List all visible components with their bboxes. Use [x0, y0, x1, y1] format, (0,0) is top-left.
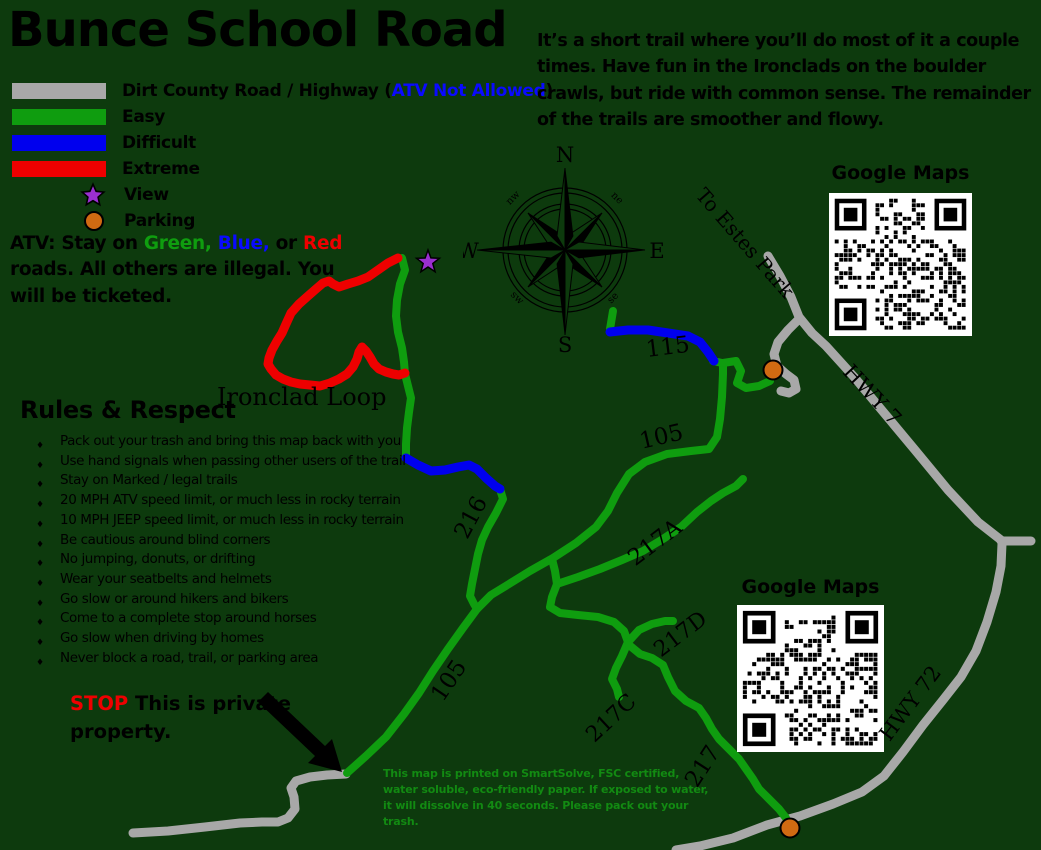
rule-item: Use hand signals when passing other user…: [20, 452, 460, 476]
legend-row-view: View: [12, 182, 553, 208]
rule-item: Come to a complete stop around horses: [20, 609, 460, 633]
difficult-swatch: [12, 135, 106, 151]
legend-difficult-label: Difficult: [122, 133, 196, 153]
trail-217c-path: [608, 638, 632, 701]
ironclad-east-green-path: [392, 254, 415, 461]
legend-easy-label: Easy: [122, 107, 166, 127]
intro-text: It’s a short trail where you’ll do most …: [537, 31, 1031, 130]
trail-label-115: 115: [644, 331, 692, 363]
rules-list: Pack out your trash and bring this map b…: [20, 432, 460, 673]
google-maps-label: Google Maps: [741, 576, 880, 598]
legend-row-easy: Easy: [12, 104, 553, 130]
legend-parking-label: Parking: [124, 211, 196, 231]
hwy72-road-path: [671, 539, 1007, 850]
compass-west-label: W: [463, 239, 479, 263]
trail-115-west-tip-path: [606, 307, 617, 333]
trail-216-green-path: [466, 485, 507, 613]
atv-warning: ATV: Stay on Green, Blue, or Red roads. …: [10, 233, 343, 307]
parking-connector-path: [719, 357, 774, 392]
rule-item: Stay on Marked / legal trails: [20, 471, 460, 495]
qr-code-hwy7-parking: [829, 192, 972, 337]
road-swatch: [12, 83, 106, 99]
private-property-warning: STOP This is private property.: [70, 692, 292, 743]
legend: Dirt County Road / Highway (ATV Not Allo…: [12, 78, 553, 234]
trail-217-connector-path: [546, 580, 632, 646]
ironclad-loop-red-path: [263, 253, 410, 391]
compass-north-label: N: [556, 143, 574, 167]
legend-row-parking: Parking: [12, 208, 553, 234]
easy-trails: [343, 254, 790, 822]
trail-115-blue-path: [605, 325, 719, 366]
compass-south-label: S: [558, 333, 572, 357]
rule-item: Pack out your trash and bring this map b…: [20, 432, 460, 456]
page-title: Bunce School Road: [8, 2, 508, 58]
legend-view-label: View: [124, 185, 169, 205]
trail-label-ironclad-loop: Ironclad Loop: [217, 383, 387, 411]
private-property-arrow-icon: [258, 692, 342, 772]
rule-item: Never block a road, trail, or parking ar…: [20, 649, 460, 673]
compass-ne-label: ne: [609, 190, 626, 207]
parking-dot-hwy7: [762, 359, 784, 381]
trail-217d-path: [624, 617, 677, 646]
legend-extreme-label: Extreme: [122, 159, 200, 179]
legend-road-label: Dirt County Road / Highway (ATV Not Allo…: [122, 81, 554, 101]
trail-105-path: [343, 359, 727, 777]
rule-item: Go slow or around hikers and bikers: [20, 590, 460, 614]
compass-se-label: se: [605, 290, 621, 306]
compass-east-label: E: [649, 239, 664, 263]
parking-dot-hwy72: [779, 817, 801, 839]
easy-swatch: [12, 109, 106, 125]
legend-row-difficult: Difficult: [12, 130, 553, 156]
legend-row-extreme: Extreme: [12, 156, 553, 182]
estes-hwy7-road-path: [763, 251, 1006, 545]
rule-item: Be cautious around blind corners: [20, 531, 460, 555]
parking-spur-road-path: [769, 314, 804, 398]
bunce-school-road-path: [128, 769, 351, 838]
rule-item: 20 MPH ATV speed limit, or much less in …: [20, 491, 460, 515]
qr-code-hwy72-parking: [737, 605, 884, 752]
parking-dot-icon: [84, 211, 104, 231]
extreme-swatch: [12, 161, 106, 177]
rule-item: Wear your seatbelts and helmets: [20, 570, 460, 594]
compass-sw-label: sw: [508, 289, 526, 307]
eco-paper-note: This map is printed on SmartSolve, FSC c…: [383, 767, 709, 828]
rule-item: No jumping, donuts, or drifting: [20, 550, 460, 574]
rules-section: Rules & Respect Pack out your trash and …: [20, 396, 460, 673]
rules-heading: Rules & Respect: [20, 396, 236, 424]
viewpoint-star-icon: [414, 247, 442, 274]
legend-row-road: Dirt County Road / Highway (ATV Not Allo…: [12, 78, 553, 104]
compass-rose: N E S W ne se sw nw: [463, 143, 665, 357]
rule-item: Go slow when driving by homes: [20, 629, 460, 653]
county-roads: [128, 251, 1036, 850]
google-maps-label: Google Maps: [831, 162, 970, 184]
trail-217-path: [625, 641, 790, 822]
view-star-icon: [80, 182, 106, 207]
rule-item: 10 MPH JEEP speed limit, or much less in…: [20, 511, 460, 535]
